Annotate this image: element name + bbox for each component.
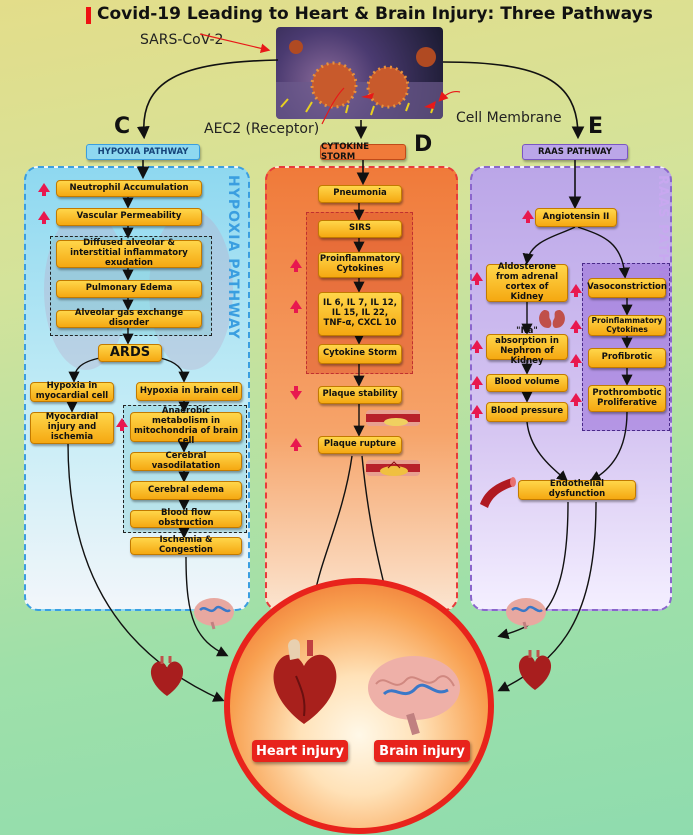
vasoconstriction-box: Vasoconstriction	[587, 278, 667, 298]
letter-c: C	[114, 114, 131, 139]
hypoxia-brain-box: Hypoxia in brain cell	[136, 382, 242, 401]
blood-vessel-icon	[480, 477, 516, 508]
kidney-icon	[539, 310, 565, 328]
vascular-box: Vascular Permeability	[56, 208, 202, 226]
aec2-label: AEC2 (Receptor)	[204, 121, 320, 137]
heart-icon	[518, 650, 552, 690]
brain-icon	[194, 598, 234, 630]
aldosterone-box: Aldosterone from adrenal cortex of Kidne…	[486, 263, 568, 302]
myocardial-injury-box: Myocardial injury and ischemia	[30, 412, 114, 444]
letter-e: E	[588, 114, 604, 139]
blood-pressure-box: Blood pressure	[486, 402, 568, 422]
diffused-box: Diffused alveolar & interstitial inflamm…	[56, 238, 202, 268]
increase-arrow-icon	[570, 284, 582, 297]
cerebral-edema-box: Cerebral edema	[130, 481, 242, 500]
gas-exchange-box: Alveolar gas exchange disorder	[56, 308, 202, 328]
increase-arrow-icon	[471, 405, 483, 418]
increase-arrow-icon	[290, 300, 302, 313]
brain-injury-label: Brain injury	[374, 740, 470, 762]
increase-arrow-icon	[570, 320, 582, 333]
cytokine-storm-box: Cytokine Storm	[318, 344, 402, 364]
profibrotic-box: Profibrotic	[588, 348, 666, 368]
increase-arrow-icon	[570, 354, 582, 367]
plaque-stability-box: Plaque stability	[318, 386, 402, 404]
pneumonia-box: Pneumonia	[318, 185, 402, 203]
ards-box: ARDS	[98, 344, 162, 362]
prothrombotic-box: Prothrombotic Proliferative	[588, 385, 666, 412]
increase-arrow-icon	[290, 259, 302, 272]
artery-plaque-image	[366, 410, 420, 426]
increase-arrow-icon	[290, 438, 302, 451]
virus-image	[276, 27, 443, 119]
hypoxia-header: HYPOXIA PATHWAY	[86, 144, 200, 160]
blood-flow-box: Blood flow obstruction	[130, 508, 242, 528]
cell-membrane-label: Cell Membrane	[456, 110, 562, 126]
cytokine-header: CYTOKINE STORM	[320, 142, 406, 162]
anaerobic-box: Anaerobic metabolism in mitochondria of …	[130, 407, 242, 446]
raas-proinflammatory-box: Proinflammatory Cytokines	[588, 315, 666, 336]
increase-arrow-icon	[471, 376, 483, 389]
neutrophil-box: Neutrophil Accumulation	[56, 180, 202, 197]
increase-arrow-icon	[116, 418, 128, 431]
angiotensin-box: Angiotensin II	[535, 208, 617, 227]
pulmonary-edema-box: Pulmonary Edema	[56, 280, 202, 298]
heart-icon	[150, 656, 184, 696]
heart-injury-label: Heart injury	[252, 740, 348, 762]
raas-vertical-label: RAAS PATHWAY	[655, 175, 670, 301]
letter-d: D	[414, 132, 433, 157]
heart-illustration	[273, 639, 337, 724]
raas-header: RAAS PATHWAY	[522, 144, 628, 160]
sirs-box: SIRS	[318, 220, 402, 238]
proinflammatory-box: Proinflammatory Cytokines	[318, 252, 402, 278]
artery-rupture-image	[366, 460, 420, 476]
hypoxia-myocardial-box: Hypoxia in myocardial cell	[30, 381, 114, 402]
brain-illustration	[368, 656, 460, 736]
brain-icon	[506, 598, 546, 630]
blood-volume-box: Blood volume	[486, 374, 568, 392]
plaque-rupture-box: Plaque rupture	[318, 436, 402, 454]
decrease-arrow-icon	[290, 386, 302, 400]
ischemia-box: Ischemia & Congestion	[130, 535, 242, 555]
increase-arrow-icon	[471, 272, 483, 285]
page-title: Covid-19 Leading to Heart & Brain Injury…	[97, 4, 653, 24]
virus-illustration	[276, 40, 443, 119]
sars-label: SARS-CoV-2	[140, 32, 224, 48]
vasodilatation-box: Cerebral vasodilatation	[130, 451, 242, 471]
increase-arrow-icon	[38, 183, 50, 196]
increase-arrow-icon	[38, 211, 50, 224]
increase-arrow-icon	[471, 340, 483, 353]
interleukins-box: IL 6, IL 7, IL 12, IL 15, IL 22, TNF-α, …	[318, 292, 402, 336]
increase-arrow-icon	[570, 393, 582, 406]
endothelial-box: Endothelial dysfunction	[518, 479, 636, 500]
title-accent-bar	[86, 7, 91, 24]
hypoxia-vertical-label: HYPOXIA PATHWAY	[225, 175, 241, 340]
sodium-absorption-box: "Na" absorption in Nephron of Kidney	[486, 327, 568, 366]
increase-arrow-icon	[522, 210, 534, 223]
